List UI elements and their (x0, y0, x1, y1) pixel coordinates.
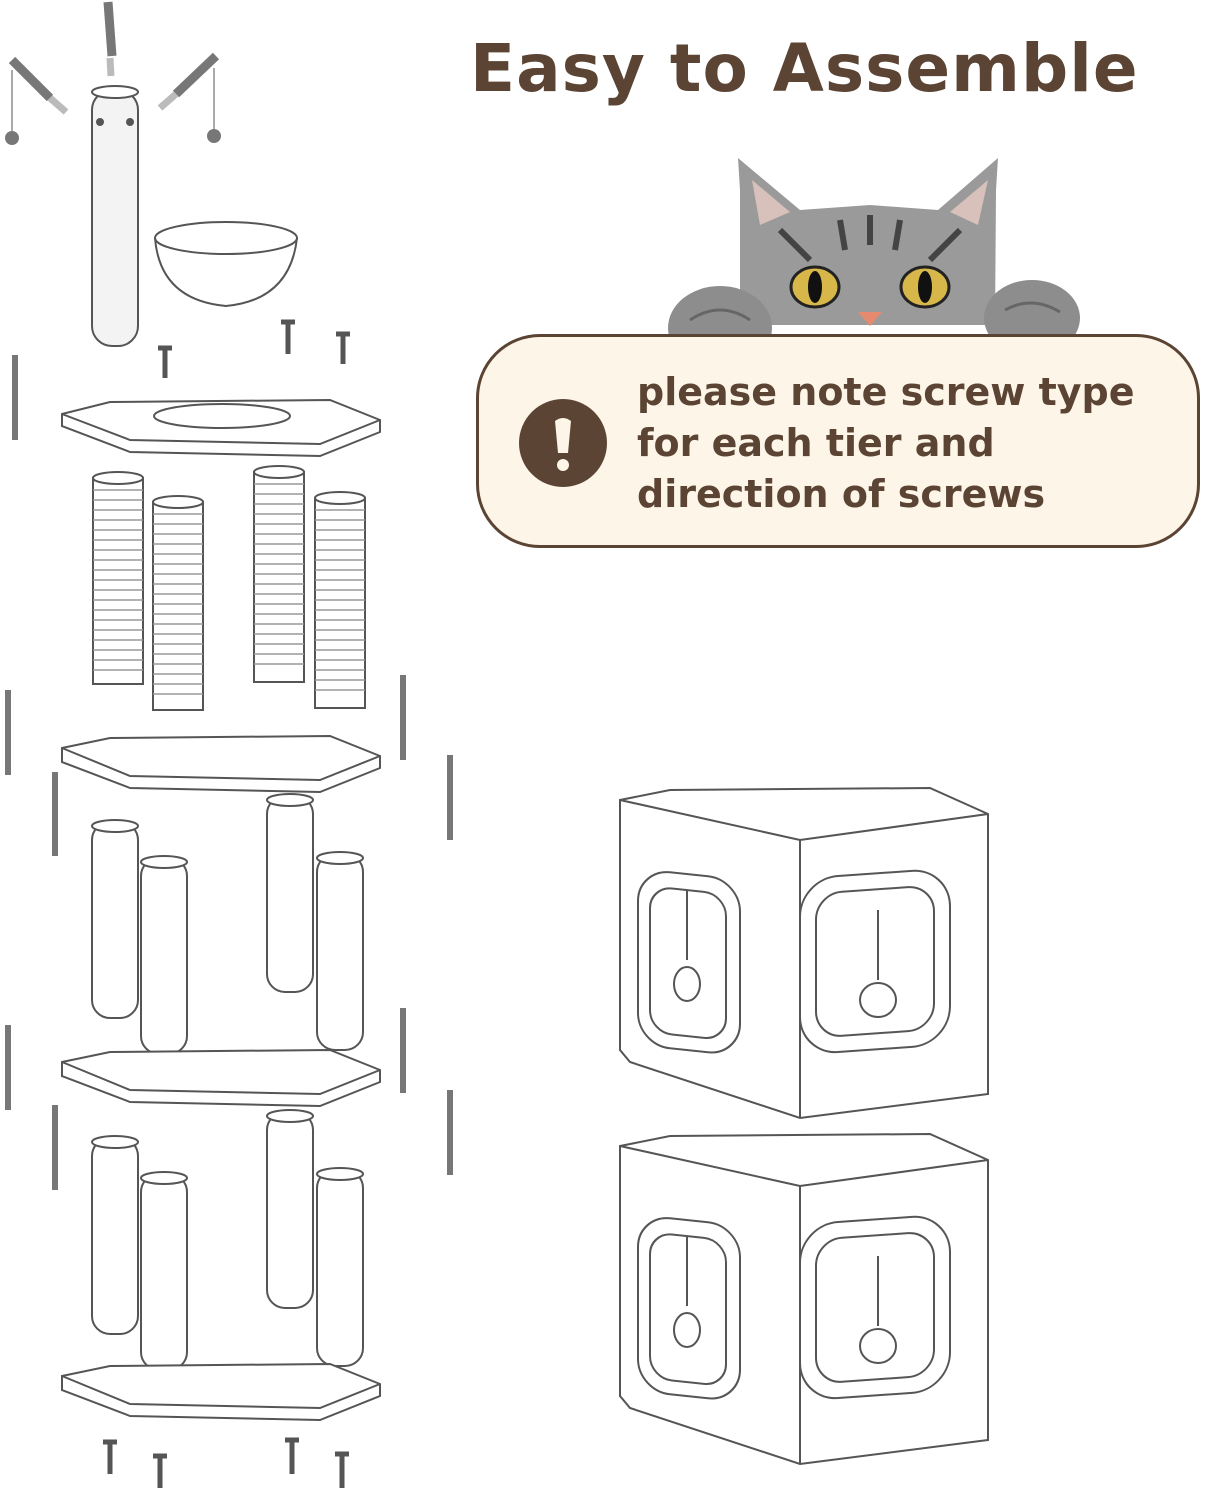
sisal-stripes-3 (254, 483, 304, 665)
assembled-cubes-diagram (619, 786, 989, 1466)
top-post-icon (91, 85, 139, 347)
exclamation-icon (519, 399, 607, 487)
screw-note-text: please note screw type for each tier and… (637, 367, 1197, 520)
post-icons-tier-1 (91, 793, 364, 1055)
sisal-post-icons (92, 471, 366, 711)
bolt-icons (5, 355, 453, 1190)
page-title: Easy to Assemble (470, 30, 1139, 107)
screw-icons (103, 319, 350, 1488)
peeking-cat-illustration (668, 158, 1080, 350)
screw-note-box: please note screw type for each tier and… (476, 334, 1200, 548)
toy-rod-icon (5, 1, 221, 145)
exploded-parts-diagram (5, 1, 453, 1488)
sisal-stripes-1 (93, 489, 143, 671)
note-line-3: direction of screws (637, 472, 1046, 516)
note-line-2: for each tier and (637, 421, 995, 465)
post-icons-tier-2 (91, 1109, 364, 1371)
lower-platform-icon (61, 1048, 381, 1108)
cube-lower (619, 1132, 989, 1466)
middle-platform-icon (61, 734, 381, 794)
top-platform-icon (61, 398, 381, 458)
basket-bowl-icon (153, 221, 299, 308)
cube-upper (619, 786, 989, 1120)
sisal-stripes-4 (315, 509, 365, 691)
base-platform-icon (61, 1362, 381, 1422)
sisal-stripes-2 (153, 513, 203, 695)
note-line-1: please note screw type (637, 370, 1135, 414)
